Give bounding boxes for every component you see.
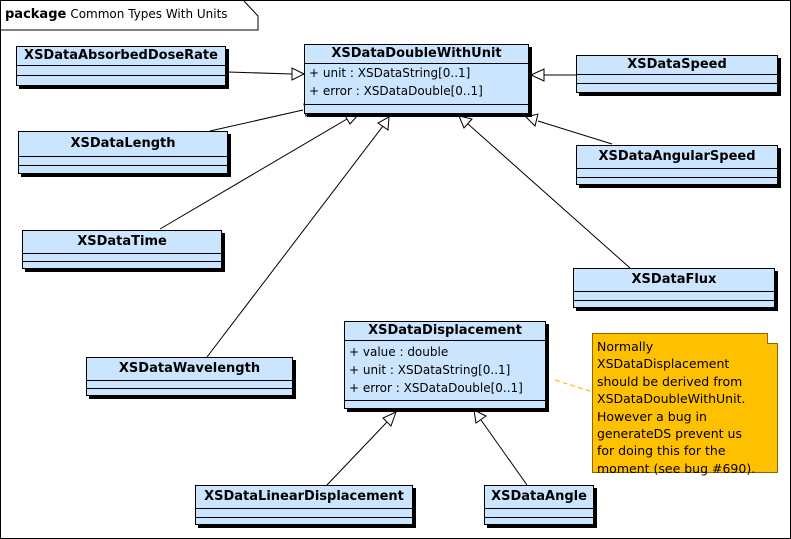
class-xsdata-length[interactable]: XSDataLength — [18, 131, 228, 174]
note-line: moment (see bug #690). — [597, 460, 756, 476]
attribute-section: + unit : XSDataString[0..1] + error : XS… — [305, 64, 528, 105]
attribute-section — [577, 169, 777, 178]
class-xsdata-double-with-unit[interactable]: XSDataDoubleWithUnit + unit : XSDataStri… — [304, 44, 529, 114]
inherit-line-time — [159, 118, 348, 230]
class-xsdata-time[interactable]: XSDataTime — [22, 230, 222, 269]
class-name: XSDataDisplacement — [345, 322, 545, 341]
note-line: XSDataDisplacement — [597, 356, 730, 372]
package-name: Common Types With Units — [70, 7, 228, 21]
class-xsdata-absorbed-dose-rate[interactable]: XSDataAbsorbedDoseRate — [16, 46, 226, 86]
attribute-section — [574, 292, 774, 301]
attribute-section — [577, 75, 777, 84]
note-line: However a bug in — [597, 408, 707, 424]
attribute-section — [196, 509, 412, 518]
arrowhead-linear-displacement — [382, 411, 397, 427]
note: Normally XSDataDisplacement should be de… — [592, 333, 778, 476]
attribute-unit: + unit : XSDataString[0..1] — [309, 66, 471, 80]
attribute-value: + value : double — [349, 345, 449, 359]
note-anchor-line — [554, 379, 594, 393]
attribute-section — [23, 254, 221, 262]
arrowhead-angular-speed — [525, 113, 539, 127]
class-name: XSDataLength — [19, 132, 227, 157]
arrowhead-flux — [458, 115, 473, 129]
attribute-section: + value : double + unit : XSDataString[0… — [345, 341, 545, 401]
attribute-error: + error : XSDataDouble[0..1] — [309, 84, 483, 98]
class-name: XSDataSpeed — [577, 56, 777, 75]
inherit-line-length — [209, 109, 304, 132]
attribute-section — [87, 381, 292, 389]
class-xsdata-speed[interactable]: XSDataSpeed — [576, 55, 778, 93]
class-name: XSDataDoubleWithUnit — [305, 45, 528, 64]
package-keyword: package — [5, 7, 67, 22]
class-xsdata-linear-displacement[interactable]: XSDataLinearDisplacement — [195, 485, 413, 525]
class-xsdata-flux[interactable]: XSDataFlux — [573, 268, 775, 308]
class-name: XSDataFlux — [574, 269, 774, 292]
inherit-line-angular-speed — [537, 120, 613, 145]
package-tab-outline — [1, 0, 259, 31]
arrowhead-speed — [529, 68, 545, 82]
note-line: should be derived from — [597, 373, 743, 389]
arrowhead-time — [343, 113, 360, 125]
arrowhead-absorbed-dose-rate — [291, 67, 306, 81]
attribute-error: + error : XSDataDouble[0..1] — [349, 381, 523, 395]
attribute-unit: + unit : XSDataString[0..1] — [349, 363, 511, 377]
class-name: XSDataLinearDisplacement — [196, 486, 412, 509]
class-name: XSDataAngle — [485, 486, 593, 509]
inherit-line-angle — [480, 419, 528, 486]
note-line: XSDataDoubleWithUnit. — [597, 391, 746, 407]
note-line: for doing this for the — [597, 443, 726, 459]
class-xsdata-angular-speed[interactable]: XSDataAngularSpeed — [576, 145, 778, 185]
note-line: Normally — [597, 339, 654, 354]
note-folded-corner — [767, 333, 778, 344]
note-line: generateDS prevent us — [597, 426, 742, 442]
class-name: XSDataWavelength — [87, 358, 292, 381]
inherit-line-absorbed-dose-rate — [227, 71, 293, 75]
class-name: XSDataTime — [23, 231, 221, 254]
class-xsdata-angle[interactable]: XSDataAngle — [484, 485, 594, 525]
arrowhead-angle — [473, 409, 487, 424]
class-xsdata-wavelength[interactable]: XSDataWavelength — [86, 357, 293, 396]
attribute-section — [17, 66, 225, 76]
arrowhead-wavelength — [377, 116, 390, 131]
inherit-line-linear-displacement — [326, 421, 388, 486]
class-name: XSDataAngularSpeed — [577, 146, 777, 169]
attribute-section — [19, 157, 227, 166]
attribute-section — [485, 509, 593, 518]
class-xsdata-displacement[interactable]: XSDataDisplacement + value : double + un… — [344, 321, 546, 409]
class-name: XSDataAbsorbedDoseRate — [17, 47, 225, 66]
inherit-line-flux — [467, 123, 631, 269]
inherit-line-wavelength — [206, 125, 384, 358]
